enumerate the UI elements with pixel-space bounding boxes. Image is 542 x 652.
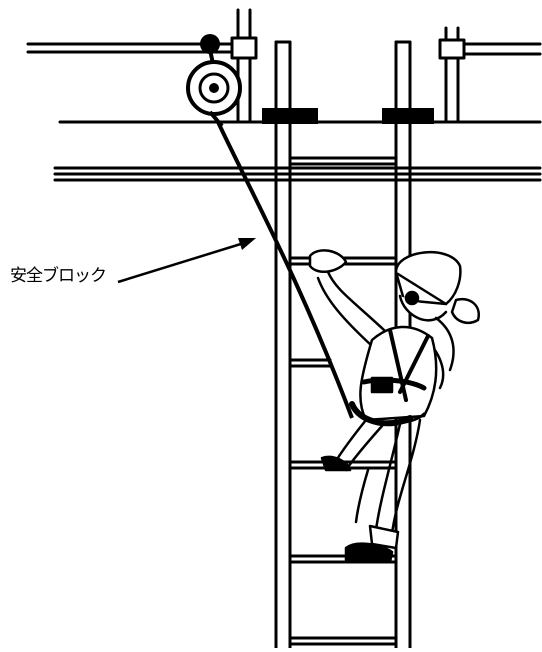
lifeline-rope — [216, 121, 354, 419]
worker-figure — [308, 249, 481, 564]
label-arrow — [117, 238, 256, 284]
scaffold-posts — [230, 8, 466, 124]
ladder-clamps — [262, 108, 434, 124]
safety-block-device — [186, 34, 242, 128]
safety-block-label: 安全ブロック — [10, 266, 107, 286]
